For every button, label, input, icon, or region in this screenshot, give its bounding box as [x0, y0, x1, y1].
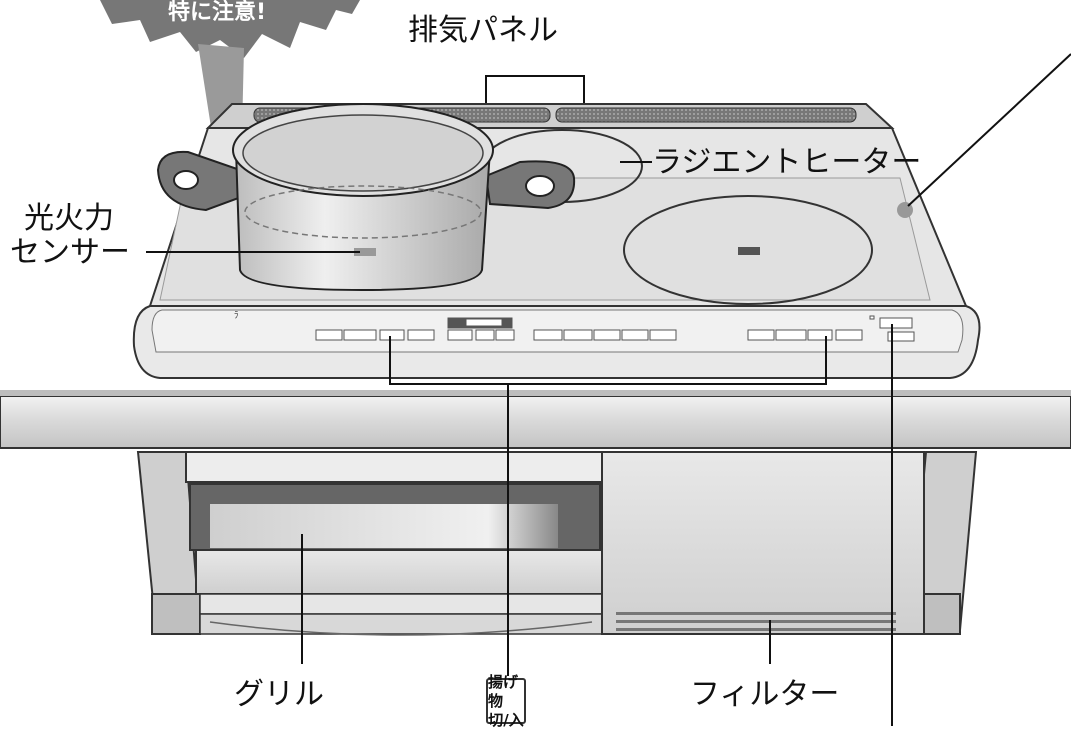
flame-sensor-label-2: センサー	[10, 235, 130, 270]
ih-burner-right	[623, 195, 873, 305]
sensor-glyph: ﾗ	[234, 310, 239, 321]
leader-pointer	[907, 53, 1071, 207]
grill-label: グリル	[234, 677, 324, 712]
fry-icon-line1: 揚げ物	[488, 672, 519, 710]
fry-icon-line2: 切/入	[488, 710, 524, 729]
flame-sensor-label-1: 光火力	[24, 201, 114, 236]
countertop	[0, 395, 1071, 449]
leader-buttons	[389, 336, 827, 385]
fry-toggle-button-icon: 揚げ物 切/入	[486, 673, 526, 729]
control-buttons	[315, 315, 915, 342]
exhaust-panel-label: 排気パネル	[408, 13, 558, 48]
burner-marker-right	[738, 247, 760, 255]
pot	[156, 103, 576, 292]
filter-panel	[601, 451, 925, 635]
exhaust-panel-bracket	[485, 75, 585, 118]
warning-text: 特に注意!	[168, 0, 267, 25]
filter-label: フィルター	[690, 677, 840, 712]
exhaust-panel-right	[555, 107, 857, 123]
radiant-heater-label: ラジエントヒーター	[652, 145, 922, 180]
grill-door	[185, 451, 603, 636]
